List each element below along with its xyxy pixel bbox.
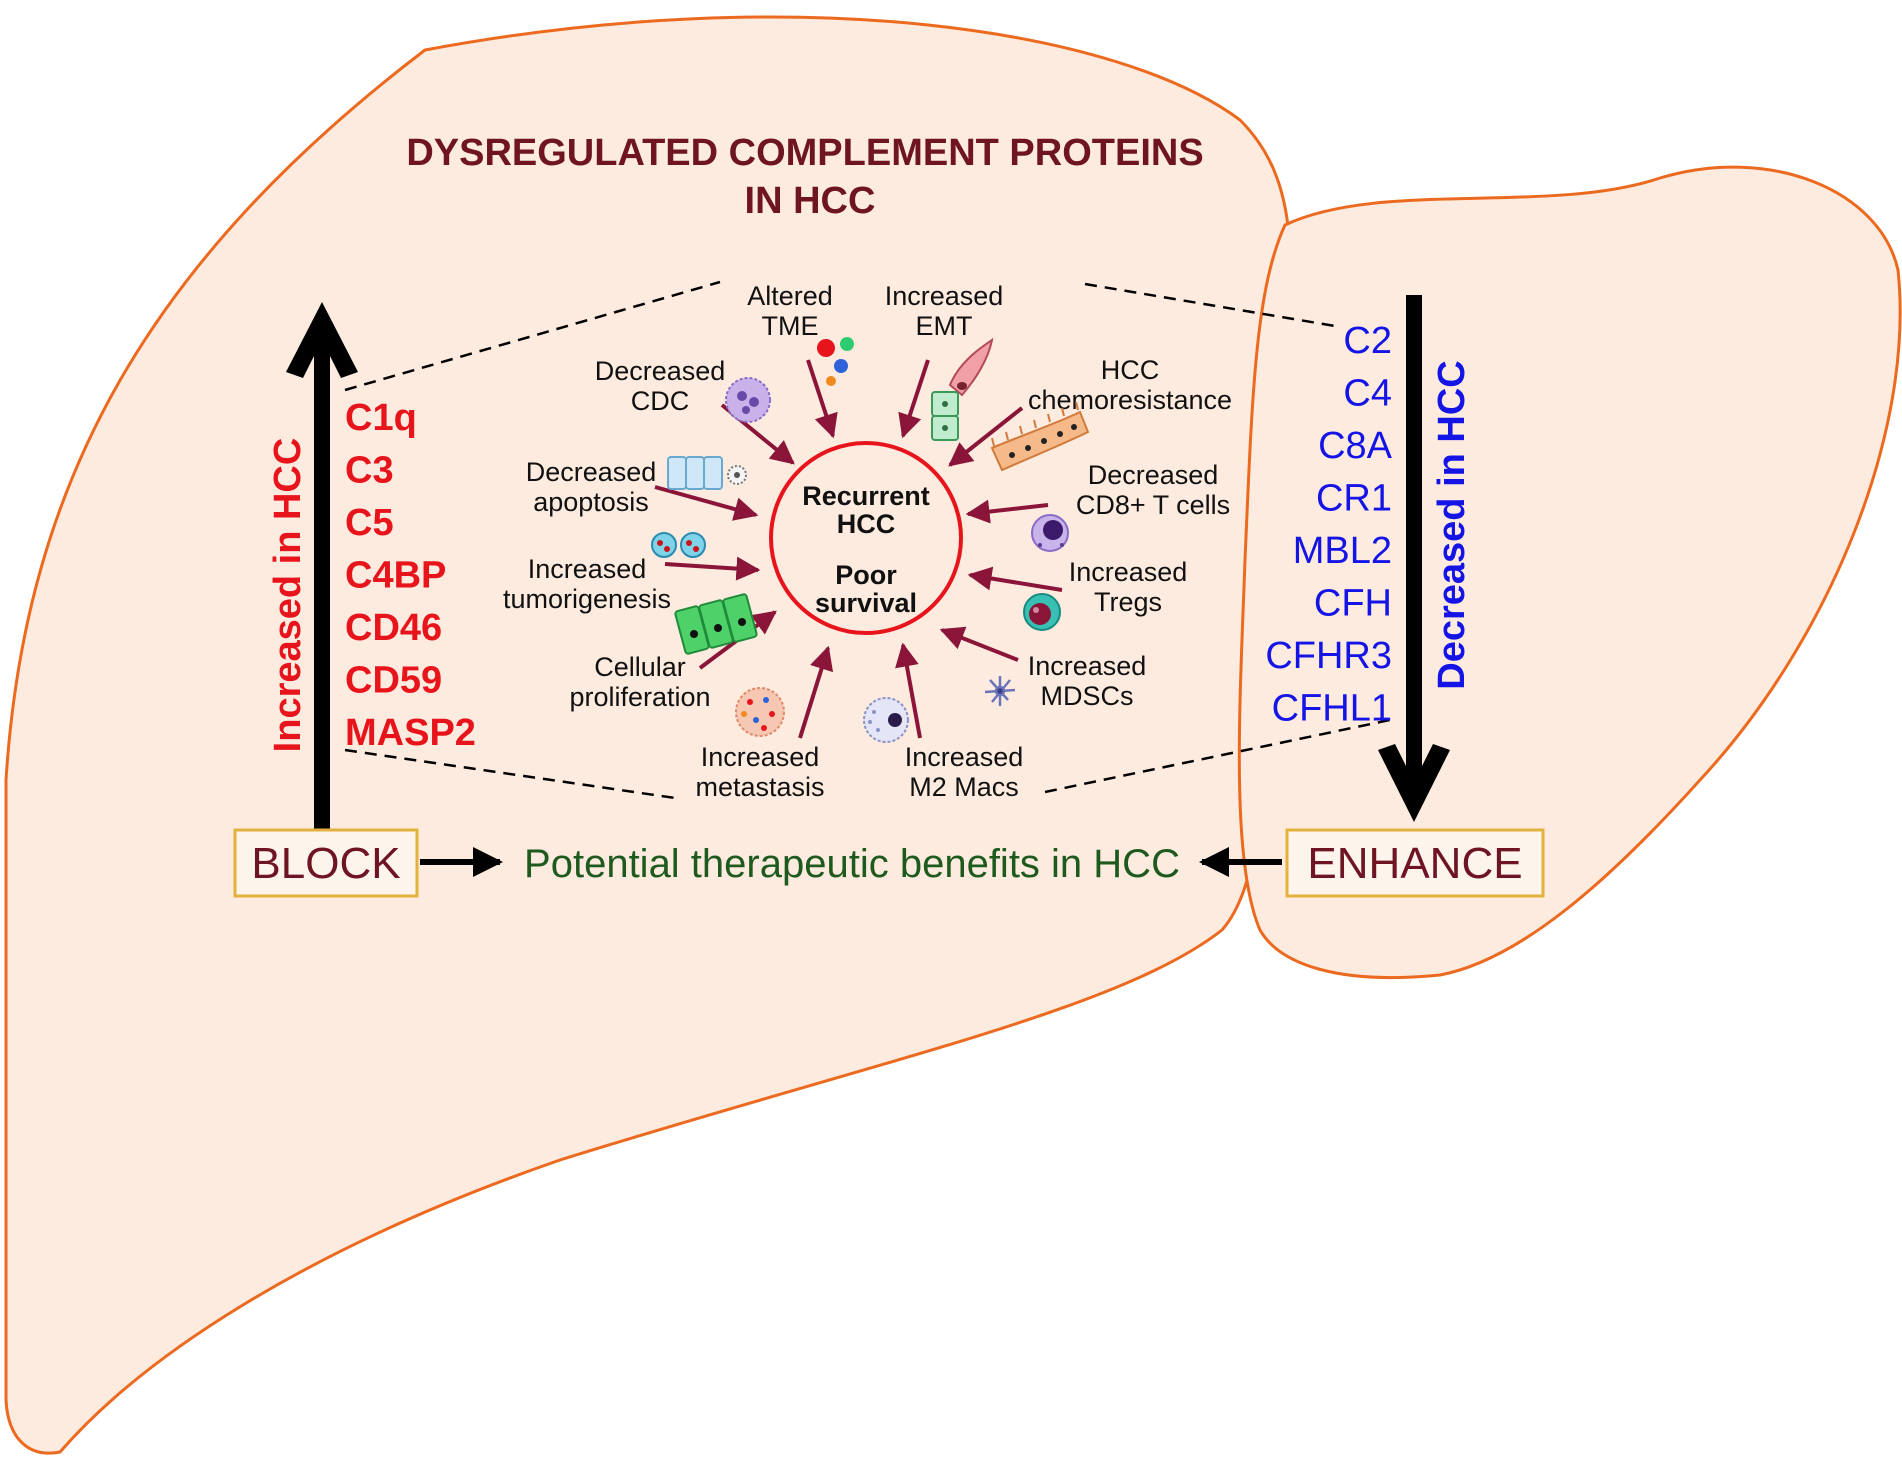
effect-altered-tme-line2: TME	[762, 311, 819, 341]
effect-decreased-cdc-line2: CDC	[631, 386, 690, 416]
arrow-increased-m2-macs	[895, 642, 922, 739]
decreased-protein-cr1: CR1	[1316, 478, 1392, 520]
cell-icons	[651, 337, 1090, 743]
decreased-protein-c4: C4	[1343, 373, 1392, 415]
diagram-title-line2: IN HCC	[745, 180, 876, 222]
decreased-protein-c8a: C8A	[1318, 425, 1393, 467]
decreased-protein-cfh: CFH	[1314, 583, 1392, 625]
center-hcc: HCC	[837, 509, 896, 539]
cd8-t-cell-icon	[1031, 514, 1069, 552]
treg-cell-icon	[1023, 593, 1061, 631]
increased-up-arrow	[286, 302, 358, 830]
arrow-increased-mdscs	[939, 626, 1019, 662]
enhance-label: ENHANCE	[1307, 839, 1522, 888]
increased-protein-masp2: MASP2	[345, 712, 476, 754]
liver-left-lobe	[4, 15, 1293, 1455]
increased-protein-c1q: C1q	[345, 397, 417, 439]
increased-in-hcc-label: Increased in HCC	[267, 438, 309, 753]
effect-increased-m2-macs-line1: Increased	[905, 742, 1024, 772]
effect-increased-tumorigenesis-line2: tumorigenesis	[503, 584, 671, 614]
center-survival: survival	[815, 588, 917, 618]
arrow-hcc-chemoresistance	[948, 406, 1024, 467]
arrow-increased-tregs	[967, 566, 1063, 592]
arrow-decreased-apoptosis	[654, 485, 759, 521]
effect-increased-m2-macs-line2: M2 Macs	[909, 772, 1019, 802]
m2-macrophage-icon	[863, 697, 909, 743]
effect-increased-emt-line2: EMT	[916, 311, 973, 341]
effect-decreased-apoptosis-line1: Decreased	[526, 457, 657, 487]
dashed-line-bottom-left	[344, 748, 676, 800]
radial-arrows	[654, 359, 1063, 739]
arrow-increased-emt	[898, 359, 930, 439]
tme-dots-icon	[817, 337, 854, 386]
arrow-altered-tme	[806, 359, 838, 439]
effect-increased-metastasis-line1: Increased	[701, 742, 820, 772]
decreased-protein-cfhl1: CFHL1	[1272, 688, 1392, 730]
increased-protein-cd59: CD59	[345, 660, 442, 702]
arrow-decreased-cd8	[965, 499, 1049, 524]
effect-increased-mdscs-line1: Increased	[1028, 651, 1147, 681]
decreased-protein-c2: C2	[1343, 320, 1392, 362]
decreased-protein-mbl2: MBL2	[1293, 530, 1392, 572]
center-poor: Poor	[835, 560, 897, 590]
effect-increased-metastasis-line2: metastasis	[695, 772, 824, 802]
effect-decreased-apoptosis-line2: apoptosis	[533, 487, 649, 517]
increased-protein-c4bp: C4BP	[345, 555, 446, 597]
tumorigenesis-cells-icon	[651, 532, 706, 558]
effect-cellular-proliferation-line2: proliferation	[569, 682, 710, 712]
therapeutic-benefit-label: Potential therapeutic benefits in HCC	[524, 842, 1180, 886]
block-label: BLOCK	[251, 839, 400, 888]
apoptosis-cells-icon	[667, 456, 747, 490]
cdc-cell-icon	[725, 377, 771, 423]
increased-protein-c5: C5	[345, 502, 394, 544]
arrow-increased-metastasis	[798, 645, 834, 739]
increased-protein-c3: C3	[345, 450, 394, 492]
outcome-circle	[769, 441, 963, 635]
diagram-title-line1: DYSREGULATED COMPLEMENT PROTEINS	[406, 132, 1203, 174]
dashed-line-top-right	[1084, 282, 1336, 328]
effect-increased-emt-line1: Increased	[885, 281, 1004, 311]
effect-increased-tregs-line2: Tregs	[1094, 587, 1162, 617]
chemoresistance-cells-icon	[990, 401, 1090, 472]
dashed-line-top-left	[344, 280, 721, 392]
effect-hcc-chemoresistance-line1: HCC	[1101, 355, 1160, 385]
arrow-increased-tumorigenesis	[664, 556, 761, 581]
effect-decreased-cdc-line1: Decreased	[595, 356, 726, 386]
mdsc-cell-icon	[984, 676, 1016, 706]
emt-cells-icon	[931, 337, 994, 441]
increased-protein-cd46: CD46	[345, 607, 442, 649]
effect-increased-tumorigenesis-line1: Increased	[528, 554, 647, 584]
metastasis-cluster-icon	[735, 687, 785, 737]
effect-altered-tme-line1: Altered	[747, 281, 833, 311]
effect-increased-tregs-line1: Increased	[1069, 557, 1188, 587]
effect-hcc-chemoresistance-line2: chemoresistance	[1028, 385, 1232, 415]
effect-cellular-proliferation-line1: Cellular	[594, 652, 686, 682]
decreased-in-hcc-label: Decreased in HCC	[1431, 360, 1473, 689]
decreased-protein-cfhr3: CFHR3	[1265, 635, 1392, 677]
enhance-box	[1285, 828, 1545, 898]
proliferation-cells-icon	[674, 593, 758, 655]
effect-labels: AlteredTMEIncreasedEMTHCCchemoresistance…	[503, 281, 1232, 802]
decreased-down-arrow	[1378, 295, 1450, 822]
center-recurrent: Recurrent	[802, 481, 930, 511]
effect-decreased-cd8-line1: Decreased	[1088, 460, 1219, 490]
effect-decreased-cd8-line2: CD8+ T cells	[1076, 490, 1230, 520]
dashed-connectors	[344, 280, 1391, 800]
effect-increased-mdscs-line2: MDSCs	[1041, 681, 1134, 711]
block-box	[233, 828, 419, 898]
